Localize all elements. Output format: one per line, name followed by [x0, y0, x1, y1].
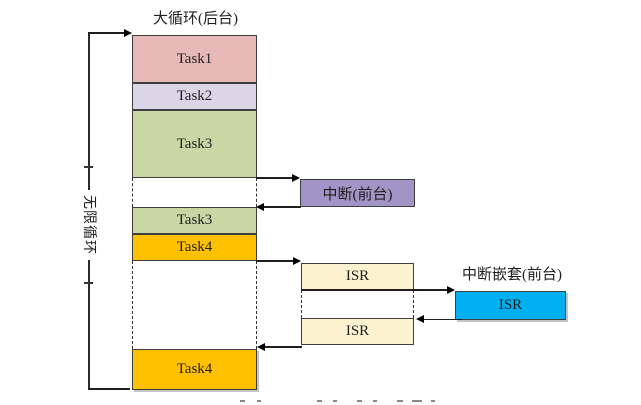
loop-entry-arrowhead-icon [124, 28, 132, 37]
return-from-isr-line [264, 346, 302, 348]
isr-suspend-gap [132, 261, 257, 349]
loop-tick-bottom [84, 282, 93, 284]
isr-nested-gap [301, 290, 414, 318]
interrupt-suspend-gap [132, 178, 257, 207]
return-from-interrupt-head-icon [256, 202, 264, 211]
loop-top-line [88, 32, 125, 34]
isr-first-box: ISR [301, 263, 414, 290]
task4-box: Task4 [132, 234, 257, 261]
nested-interrupt-title: 中断嵌套(前台) [462, 267, 562, 283]
isr-nested-box: ISR [455, 291, 566, 320]
infinite-loop-label: 无限循环 [79, 190, 97, 260]
return-from-nested-isr-line [423, 318, 462, 320]
return-from-interrupt-line [263, 206, 301, 208]
arrow-to-nested-isr-head-icon [447, 285, 455, 294]
return-from-nested-isr-head-icon [416, 315, 424, 323]
arrow-to-isr-head-icon [293, 256, 301, 265]
loop-bottom-line [88, 388, 130, 390]
clipped-caption-fragments [240, 398, 440, 404]
arrow-to-interrupt-head-icon [292, 173, 300, 182]
isr-second-box: ISR [301, 318, 414, 345]
arrow-to-interrupt-line [256, 177, 296, 179]
task3-resume-box: Task3 [132, 207, 257, 234]
task4-resume-box: Task4 [132, 349, 257, 390]
arrow-to-isr-line [256, 260, 296, 262]
interrupt-box: 中断(前台) [300, 179, 415, 207]
return-from-isr-head-icon [257, 342, 265, 351]
task2-box: Task2 [132, 83, 257, 110]
arrow-to-nested-isr-line [301, 289, 449, 291]
task1-box: Task1 [132, 35, 257, 83]
big-loop-title: 大循环(后台) [153, 11, 238, 27]
loop-tick-top [84, 166, 93, 168]
task3-box: Task3 [132, 110, 257, 178]
